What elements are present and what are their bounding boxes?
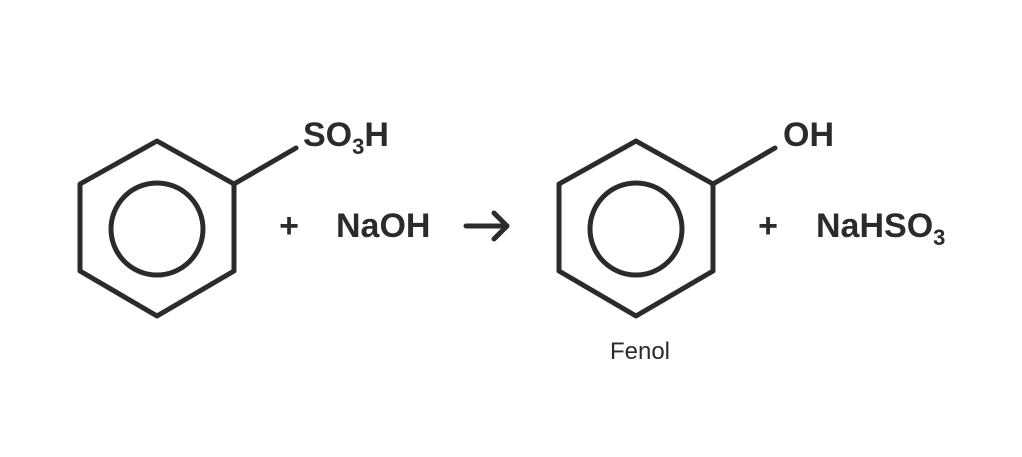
aromatic-circle bbox=[108, 180, 206, 278]
reaction-arrow bbox=[463, 210, 510, 242]
product-main: NaHSO bbox=[816, 207, 933, 245]
sulfonic-acid-group: SO3H bbox=[303, 116, 389, 159]
product-nahso3: NaHSO3 bbox=[816, 207, 945, 250]
ring-hexagon bbox=[556, 138, 716, 319]
reagent-naoh: NaOH bbox=[336, 207, 430, 245]
benzene-ring-product bbox=[556, 138, 778, 319]
plus-sign-1: + bbox=[279, 207, 299, 245]
substituent-bond bbox=[231, 145, 299, 187]
arrow-head bbox=[491, 210, 510, 242]
plus-sign-2: + bbox=[758, 207, 778, 245]
aromatic-circle bbox=[587, 180, 685, 278]
substituent-suffix: H bbox=[364, 116, 389, 154]
substituent-subscript: 3 bbox=[352, 134, 364, 159]
product-subscript: 3 bbox=[933, 225, 945, 250]
substituent-main: SO bbox=[303, 116, 352, 154]
benzene-ring-reactant bbox=[77, 138, 299, 319]
substituent-bond bbox=[710, 145, 778, 187]
product-name-label: Fenol bbox=[610, 338, 670, 365]
ring-hexagon bbox=[77, 138, 237, 319]
hydroxyl-group: OH bbox=[783, 116, 834, 154]
